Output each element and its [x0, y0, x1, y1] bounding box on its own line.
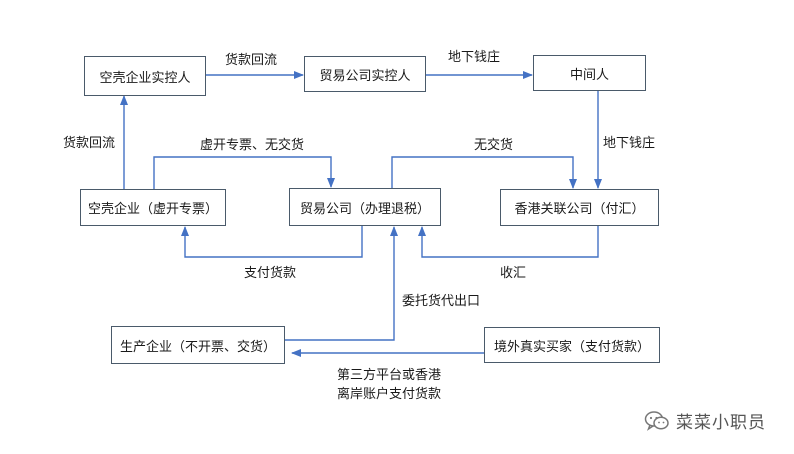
- label-third-party-line1: 第三方平台或香港: [337, 368, 442, 383]
- node-overseas-buyer: 境外真实买家（支付货款）: [484, 327, 660, 363]
- label-fake-invoice: 虚开专票、无交货: [200, 138, 305, 153]
- label-receive-remittance: 收汇: [500, 266, 527, 281]
- wechat-logo-icon: [644, 410, 669, 431]
- node-producer: 生产企业（不开票、交货）: [111, 326, 285, 364]
- node-hk-affiliate: 香港关联公司（付汇）: [500, 189, 659, 226]
- label-no-goods: 无交货: [474, 138, 514, 153]
- node-shell-company: 空壳企业（虚开专票）: [80, 189, 226, 226]
- label-underground-bank-right: 地下钱庄: [603, 136, 656, 151]
- label-pay-goods: 支付货款: [244, 266, 297, 281]
- node-trade-company-controller: 贸易公司实控人: [304, 56, 426, 92]
- node-trade-company: 贸易公司（办理退税）: [289, 188, 441, 226]
- label-third-party-line2: 离岸账户支付货款: [337, 387, 442, 402]
- edge-shell-company-to-trade-company: [153, 156, 335, 189]
- label-payment-return-left: 货款回流: [63, 136, 116, 151]
- edge-producer-to-trade-company: [285, 226, 398, 341]
- edge-hk-company-to-trade-company: [418, 226, 599, 258]
- edge-trade-company-to-shell-company: [181, 226, 363, 258]
- watermark-text: 菜菜小职员: [676, 413, 766, 433]
- label-payment-return-top: 货款回流: [225, 53, 278, 68]
- node-middleman: 中间人: [533, 55, 646, 91]
- edge-trade-company-to-hk-company: [391, 156, 577, 189]
- label-entrusted-export: 委托货代出口: [402, 294, 481, 309]
- node-shell-company-controller: 空壳企业实控人: [84, 56, 206, 96]
- watermark: 菜菜小职员: [644, 408, 766, 433]
- label-underground-bank-top: 地下钱庄: [448, 50, 501, 65]
